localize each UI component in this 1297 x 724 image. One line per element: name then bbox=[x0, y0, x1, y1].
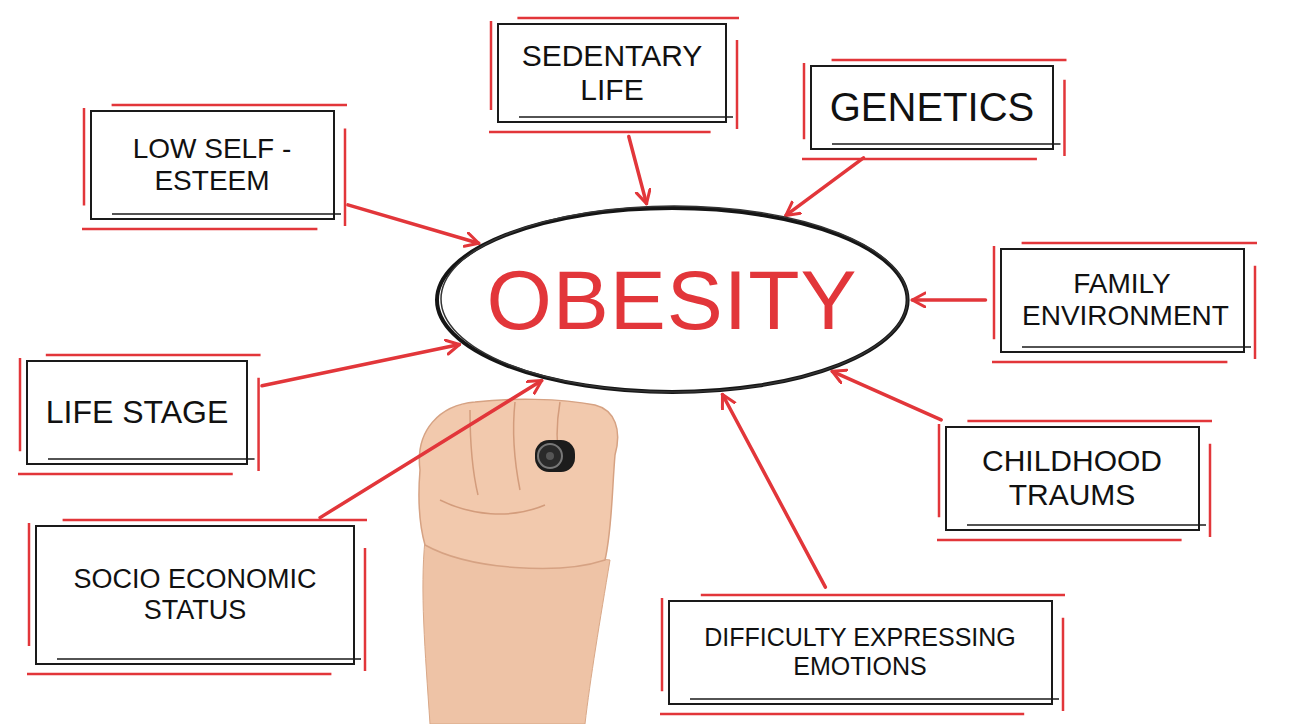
cause-label: DIFFICULTY EXPRESSING EMOTIONS bbox=[688, 623, 1033, 681]
underline-stroke bbox=[112, 213, 341, 215]
underline-stroke bbox=[690, 698, 1059, 700]
red-frame-line bbox=[992, 246, 995, 339]
red-frame-line bbox=[831, 58, 1066, 61]
red-frame-line bbox=[18, 472, 233, 475]
red-frame-line bbox=[937, 424, 940, 517]
red-frame-line bbox=[82, 228, 317, 231]
cause-box: SEDENTARY LIFE bbox=[497, 23, 727, 123]
red-frame-line bbox=[490, 21, 493, 110]
red-frame-line bbox=[660, 598, 663, 691]
cause-box: DIFFICULTY EXPRESSING EMOTIONS bbox=[668, 600, 1053, 705]
marker-cap bbox=[538, 444, 562, 468]
red-frame-line bbox=[111, 104, 346, 107]
underline-stroke bbox=[57, 658, 361, 660]
red-frame-line bbox=[517, 17, 739, 20]
red-frame-line bbox=[660, 712, 1024, 715]
cause-label: GENETICS bbox=[830, 84, 1034, 130]
cause-arrow bbox=[320, 381, 542, 518]
marker-body bbox=[535, 440, 575, 472]
underline-stroke bbox=[48, 458, 255, 460]
red-frame-line bbox=[937, 538, 1182, 541]
cause-box: CHILDHOOD TRAUMS bbox=[945, 426, 1200, 531]
red-frame-line bbox=[63, 519, 367, 522]
cause-box: GENETICS bbox=[810, 65, 1054, 150]
red-frame-line bbox=[27, 673, 331, 676]
cause-label: FAMILY ENVIRONMENT bbox=[1022, 268, 1222, 332]
underline-stroke bbox=[832, 143, 1060, 145]
red-frame-line bbox=[992, 360, 1227, 363]
underline-stroke bbox=[1022, 346, 1251, 348]
cause-label: LOW SELF - ESTEEM bbox=[112, 133, 312, 197]
red-frame-line bbox=[82, 108, 85, 206]
ellipse-stroke bbox=[437, 208, 908, 392]
cause-arrow bbox=[912, 298, 985, 302]
red-frame-line bbox=[700, 593, 1064, 596]
cause-arrow bbox=[832, 371, 941, 420]
underline-stroke bbox=[967, 524, 1206, 526]
cause-label: SOCIO ECONOMIC STATUS bbox=[55, 564, 335, 626]
cause-label: CHILDHOOD TRAUMS bbox=[977, 444, 1167, 513]
center-label: OBESITY bbox=[486, 252, 857, 349]
red-frame-line bbox=[1063, 79, 1066, 155]
red-frame-line bbox=[1253, 265, 1256, 358]
cause-box: SOCIO ECONOMIC STATUS bbox=[35, 525, 355, 665]
underline-stroke bbox=[519, 116, 733, 118]
red-frame-line bbox=[1021, 241, 1256, 244]
hand bbox=[419, 399, 618, 724]
ellipse-sketch bbox=[441, 206, 908, 392]
marker-tip bbox=[546, 452, 554, 460]
red-frame-line bbox=[18, 358, 21, 451]
cause-box: LIFE STAGE bbox=[26, 360, 249, 465]
red-frame-line bbox=[343, 129, 346, 227]
cause-arrow bbox=[262, 344, 459, 385]
red-frame-line bbox=[967, 419, 1212, 422]
cause-label: LIFE STAGE bbox=[46, 394, 229, 431]
red-frame-line bbox=[257, 377, 260, 470]
cause-box: FAMILY ENVIRONMENT bbox=[1000, 248, 1245, 353]
red-frame-line bbox=[1208, 443, 1211, 536]
cause-arrow bbox=[786, 158, 864, 216]
red-frame-line bbox=[28, 523, 31, 646]
red-frame-line bbox=[489, 131, 711, 134]
red-frame-line bbox=[802, 157, 1037, 160]
red-frame-line bbox=[736, 40, 739, 129]
cause-arrow bbox=[722, 395, 825, 588]
red-frame-line bbox=[803, 63, 806, 139]
red-frame-line bbox=[46, 353, 261, 356]
central-ellipse: OBESITY bbox=[434, 205, 911, 395]
cause-label: SEDENTARY LIFE bbox=[517, 39, 707, 108]
finger-line bbox=[514, 402, 520, 490]
cause-box: LOW SELF - ESTEEM bbox=[90, 110, 335, 220]
fist bbox=[419, 399, 618, 568]
red-frame-line bbox=[1061, 617, 1064, 710]
red-frame-line bbox=[364, 548, 367, 671]
thumb-line bbox=[440, 500, 545, 514]
cause-arrow bbox=[348, 205, 479, 243]
cause-arrow bbox=[629, 137, 647, 204]
